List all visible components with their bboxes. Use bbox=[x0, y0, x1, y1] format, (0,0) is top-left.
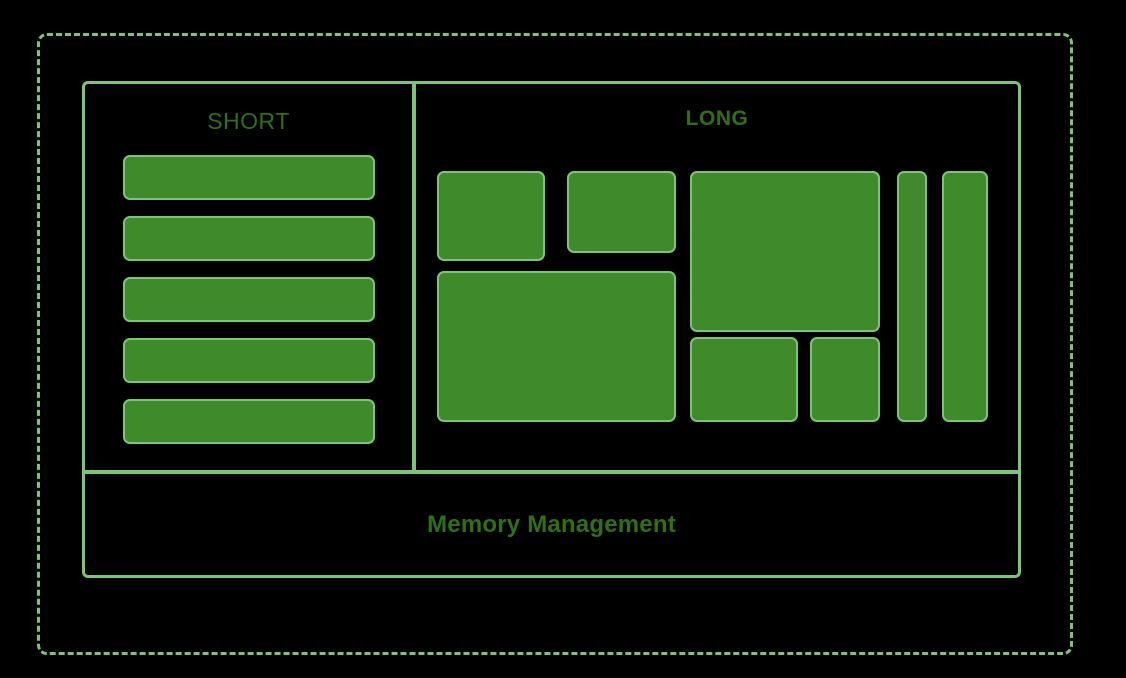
long-block-8 bbox=[810, 337, 880, 422]
short-block-4 bbox=[123, 338, 375, 383]
short-block-5 bbox=[123, 399, 375, 444]
short-column-title: SHORT bbox=[207, 108, 290, 134]
long-block-7 bbox=[690, 337, 798, 422]
long-block-2 bbox=[567, 171, 676, 253]
long-block-5 bbox=[942, 171, 988, 422]
column-divider bbox=[412, 81, 416, 474]
panel-divider bbox=[82, 470, 1021, 474]
long-block-6 bbox=[437, 271, 676, 422]
outer-dashed-frame bbox=[37, 33, 1073, 655]
footer-bar: Memory Management bbox=[85, 474, 1018, 575]
long-column-title: LONG bbox=[685, 107, 749, 130]
page-title: Memory Management bbox=[427, 510, 676, 538]
short-term-memory-column: SHORT bbox=[85, 81, 412, 470]
short-block-3 bbox=[123, 277, 375, 322]
short-block-1 bbox=[123, 155, 375, 200]
long-term-memory-column: LONG bbox=[416, 81, 1018, 470]
long-block-4 bbox=[897, 171, 927, 422]
short-block-2 bbox=[123, 216, 375, 261]
long-block-3 bbox=[690, 171, 880, 332]
long-block-1 bbox=[437, 171, 545, 261]
memory-panel bbox=[82, 81, 1021, 578]
